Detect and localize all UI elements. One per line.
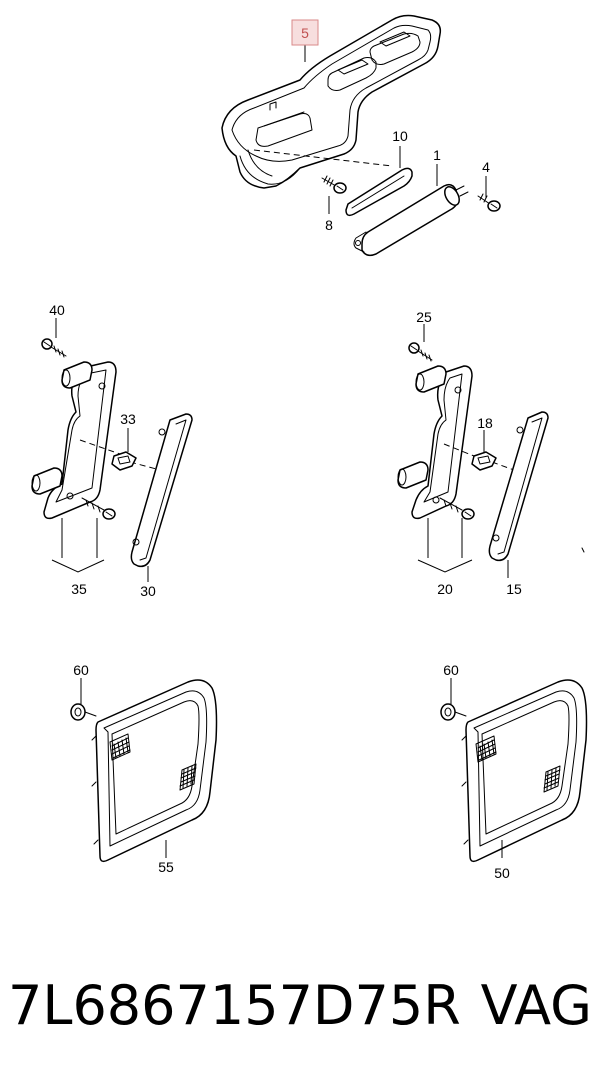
callout-5: 5 <box>301 25 309 41</box>
callout-18: 18 <box>477 415 493 431</box>
callout-60-right: 60 <box>443 662 459 678</box>
grille-pattern-upper-right <box>475 735 497 763</box>
callout-1: 1 <box>433 147 441 163</box>
callout-55: 55 <box>158 859 174 875</box>
callout-50: 50 <box>494 865 510 881</box>
speaker-cover-part-55 <box>70 678 218 863</box>
screw-part-4 <box>477 193 501 212</box>
callout-10: 10 <box>392 128 408 144</box>
highlight-box-part-5 <box>291 19 319 46</box>
callout-35: 35 <box>71 581 87 597</box>
callout-25: 25 <box>416 309 432 325</box>
screw-part-8 <box>321 175 347 194</box>
callout-60-left: 60 <box>73 662 89 678</box>
part-caption: 7L6867157D75R VAG <box>8 960 592 1050</box>
brand-label: VAG <box>480 973 592 1037</box>
part-number: 7L6867157D75R <box>8 973 461 1037</box>
grip-cylinder-part-1 <box>353 183 469 257</box>
grille-pattern-upper <box>109 733 131 761</box>
bracket-assembly-right <box>397 324 585 578</box>
callout-30: 30 <box>140 583 156 599</box>
armrest-handle-part-5 <box>221 14 442 189</box>
callout-4: 4 <box>482 159 490 175</box>
callout-15: 15 <box>506 581 522 597</box>
bracket-assembly-left <box>31 318 193 582</box>
cover-strip-part-10 <box>345 167 413 217</box>
callout-8: 8 <box>325 217 333 233</box>
callout-40: 40 <box>49 302 65 318</box>
grille-pattern-lower <box>179 763 197 791</box>
callout-20: 20 <box>437 581 453 597</box>
grille-pattern-lower-right <box>543 765 561 793</box>
callout-33: 33 <box>120 411 136 427</box>
speaker-cover-part-50 <box>440 678 588 863</box>
